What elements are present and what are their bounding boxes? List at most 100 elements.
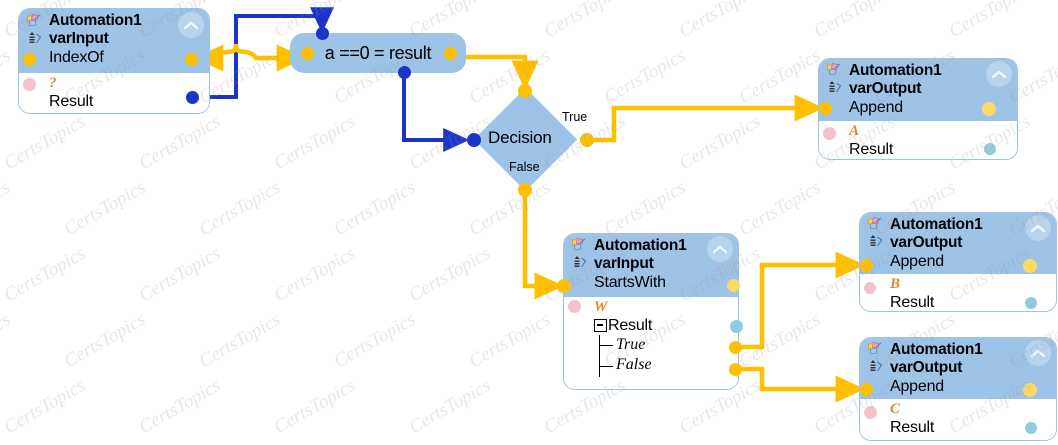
list-icon (869, 234, 883, 248)
collapse-toggle-icon[interactable] (594, 319, 607, 333)
wire-decision-false-to-n5 (522, 192, 564, 300)
node-result-label: Result (849, 141, 894, 158)
sticky-notes-icon (27, 14, 41, 27)
port-param-n6[interactable] (864, 282, 876, 294)
result-text: Result (608, 317, 653, 334)
port-output-n2[interactable] (444, 47, 457, 60)
tree-hline-false (599, 366, 613, 368)
node-body: A Result (819, 121, 1017, 159)
list-icon (869, 359, 883, 373)
chevron-up-icon[interactable] (1025, 215, 1051, 241)
port-param-n4[interactable] (823, 127, 836, 140)
node-varoutput-append-a[interactable]: Automation1 varOutput Append (818, 58, 1018, 160)
port-input-n4[interactable] (819, 102, 832, 115)
list-icon (828, 80, 842, 94)
node-param: W (594, 299, 608, 315)
node-body: ? Result (19, 73, 209, 113)
node-result-label: Result (594, 316, 732, 335)
node-result-label: Result (49, 93, 94, 110)
node-varoutput-append-b[interactable]: Automation1 varOutput Append (859, 212, 1057, 312)
list-icon (573, 255, 587, 269)
node-expression[interactable]: a ==0 = result (290, 33, 466, 73)
port-param-n5[interactable] (568, 300, 581, 313)
wire-n5-true-to-n6 (735, 251, 865, 350)
port-top-decision[interactable] (518, 84, 532, 98)
node-title: Automation1 (890, 216, 983, 233)
node-varinput-startswith[interactable]: Automation1 varInput StartsWith (563, 233, 739, 390)
port-input-n2[interactable] (301, 47, 314, 60)
node-header: Automation1 varInput StartsWith (564, 234, 738, 297)
port-input-n7[interactable] (860, 383, 873, 396)
node-param: ? (49, 75, 57, 91)
port-output-n4[interactable] (982, 102, 996, 116)
tree-child-false: False (616, 356, 652, 373)
node-operation: Append (890, 253, 944, 270)
decision-false-label: False (509, 160, 540, 174)
node-param: C (890, 401, 901, 417)
port-output-n1[interactable] (185, 53, 198, 66)
port-result-n7[interactable] (1025, 422, 1037, 434)
sticky-notes-icon (868, 217, 882, 230)
node-title: Automation1 (849, 62, 942, 79)
node-varinput-indexof[interactable]: Automation1 varInput IndexOf (18, 8, 210, 114)
port-input-n6[interactable] (860, 259, 873, 272)
port-input-n5[interactable] (557, 279, 571, 293)
node-title: Automation1 (49, 12, 142, 29)
node-body: C Result (860, 399, 1056, 440)
wire-n1result-to-n2 (193, 7, 334, 99)
wire-n2-to-decision-flow (458, 54, 539, 90)
node-result-label: Result (890, 294, 935, 311)
wire-n1-n2-flow (194, 43, 306, 72)
port-param-n7[interactable] (864, 406, 877, 419)
sticky-notes-icon (868, 342, 882, 355)
port-result-n4[interactable] (984, 143, 996, 155)
chevron-up-icon[interactable] (178, 12, 204, 38)
port-result-n6[interactable] (1025, 297, 1037, 309)
port-output-n5[interactable] (727, 279, 740, 292)
node-operation: StartsWith (594, 274, 666, 291)
node-subtitle: varOutput (890, 359, 963, 376)
port-input-n1[interactable] (23, 53, 36, 66)
wire-n2-to-decision (402, 76, 470, 152)
node-title: Automation1 (594, 237, 687, 254)
tree-hline-true (599, 345, 613, 347)
node-subtitle: varOutput (890, 234, 963, 251)
node-operation: Append (849, 99, 903, 116)
wire-decision-true-to-n4 (590, 94, 824, 143)
node-body: W Result True False (564, 297, 738, 389)
port-false-decision[interactable] (518, 183, 532, 197)
node-param: A (849, 123, 860, 139)
port-result-n1[interactable] (186, 91, 199, 104)
node-result-label: Result (890, 419, 935, 436)
tree-vline (599, 335, 601, 377)
port-input-top-n2[interactable] (316, 27, 329, 40)
sticky-notes-icon (572, 238, 586, 251)
node-subtitle: varInput (49, 30, 109, 47)
node-title: Automation1 (890, 341, 983, 358)
port-output-n7[interactable] (1023, 383, 1037, 397)
port-result-true-n5[interactable] (729, 341, 742, 354)
port-true-decision[interactable] (580, 133, 594, 147)
wire-n5-false-to-n7 (735, 366, 865, 403)
port-param-n1[interactable] (23, 78, 36, 91)
expression-text: a ==0 = result (324, 42, 432, 63)
node-varoutput-append-c[interactable]: Automation1 varOutput Append (859, 337, 1057, 441)
decision-true-label: True (562, 110, 588, 124)
port-output-bottom-n2[interactable] (398, 66, 411, 79)
list-icon (28, 31, 42, 45)
node-subtitle: varInput (594, 255, 654, 272)
port-input-decision[interactable] (467, 133, 481, 147)
node-param: B (890, 276, 901, 292)
port-output-n6[interactable] (1023, 259, 1037, 273)
chevron-up-icon[interactable] (707, 236, 733, 262)
tree-child-true: True (616, 336, 646, 353)
chevron-up-icon[interactable] (986, 61, 1012, 87)
node-subtitle: varOutput (849, 80, 922, 97)
port-result-false-n5[interactable] (729, 363, 742, 376)
chevron-up-icon[interactable] (1025, 340, 1051, 366)
node-operation: IndexOf (49, 49, 104, 66)
port-result-n5[interactable] (730, 320, 743, 333)
node-body: B Result (860, 274, 1056, 311)
